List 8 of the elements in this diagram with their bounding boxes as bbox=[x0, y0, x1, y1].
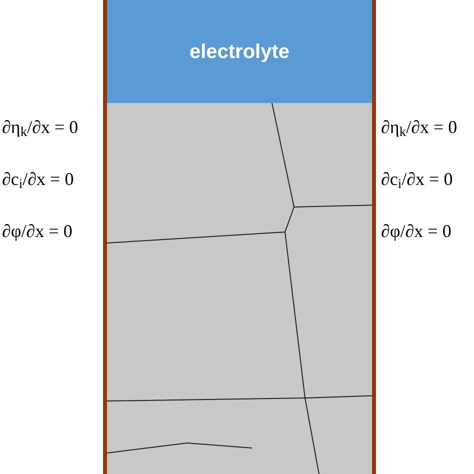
boundary-condition-equation: ∂c$_{i}$/∂x = 0 bbox=[2, 170, 75, 188]
boundary-condition-equation: ∂φ/∂x = 0 bbox=[2, 222, 74, 240]
boundary-condition-equation: ∂φ/∂x = 0 bbox=[381, 222, 452, 240]
layer-label: electrolyte bbox=[189, 40, 290, 64]
boundary-condition-equation: ∂η$_{k}$/∂x = 0 bbox=[381, 118, 458, 136]
boundary-condition-equation: ∂η$_{k}$/∂x = 0 bbox=[2, 118, 78, 136]
boundary-condition-equation: ∂c$_{i}$/∂x = 0 bbox=[381, 170, 454, 188]
electrolyte-layer bbox=[107, 0, 372, 103]
